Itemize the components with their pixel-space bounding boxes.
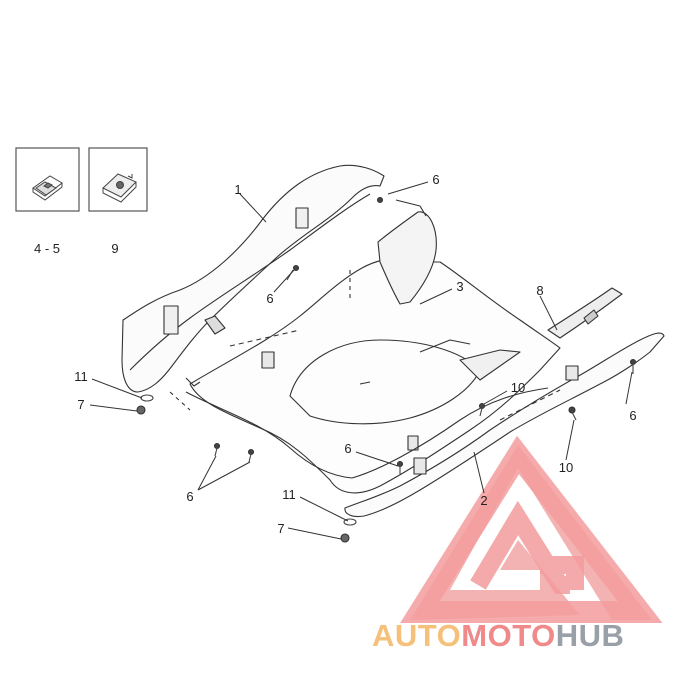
callout-2: 2 [480, 493, 487, 508]
callout-10-center: 10 [511, 380, 525, 395]
callout-7-left: 7 [77, 397, 84, 412]
callout-1: 1 [234, 182, 241, 197]
watermark-triangle-outline [400, 435, 663, 623]
u-clip-icon [102, 173, 137, 203]
inset-box-9 [88, 147, 148, 212]
callout-11-bottom: 11 [282, 487, 296, 502]
callout-7-bottom: 7 [277, 521, 284, 536]
callout-6-lower-left: 6 [186, 489, 193, 504]
inset-box-4-5 [15, 147, 80, 212]
callout-6-right: 6 [629, 408, 636, 423]
callout-6-left-upper: 6 [266, 291, 273, 306]
callout-6-top: 6 [432, 172, 439, 187]
watermark-wordmark: AUTOMOTOHUB [372, 618, 624, 654]
watermark-part-moto: MOTO [461, 618, 556, 653]
callout-11-left: 11 [74, 369, 88, 384]
clip-nut-icon [32, 175, 63, 201]
watermark-logo-graphic [410, 445, 652, 620]
floor-panel-drawing [121, 164, 665, 543]
callout-10-right: 10 [559, 460, 573, 475]
watermark-inner-g [470, 500, 584, 594]
watermark-part-auto: AUTO [372, 618, 462, 653]
callout-3: 3 [456, 279, 463, 294]
callout-8: 8 [536, 283, 543, 298]
inset-label-9: 9 [111, 241, 118, 256]
watermark-part-hub: HUB [555, 618, 625, 653]
leader-lines [89, 181, 633, 540]
callout-6-center: 6 [344, 441, 351, 456]
inset-label-4-5: 4 - 5 [34, 241, 60, 256]
